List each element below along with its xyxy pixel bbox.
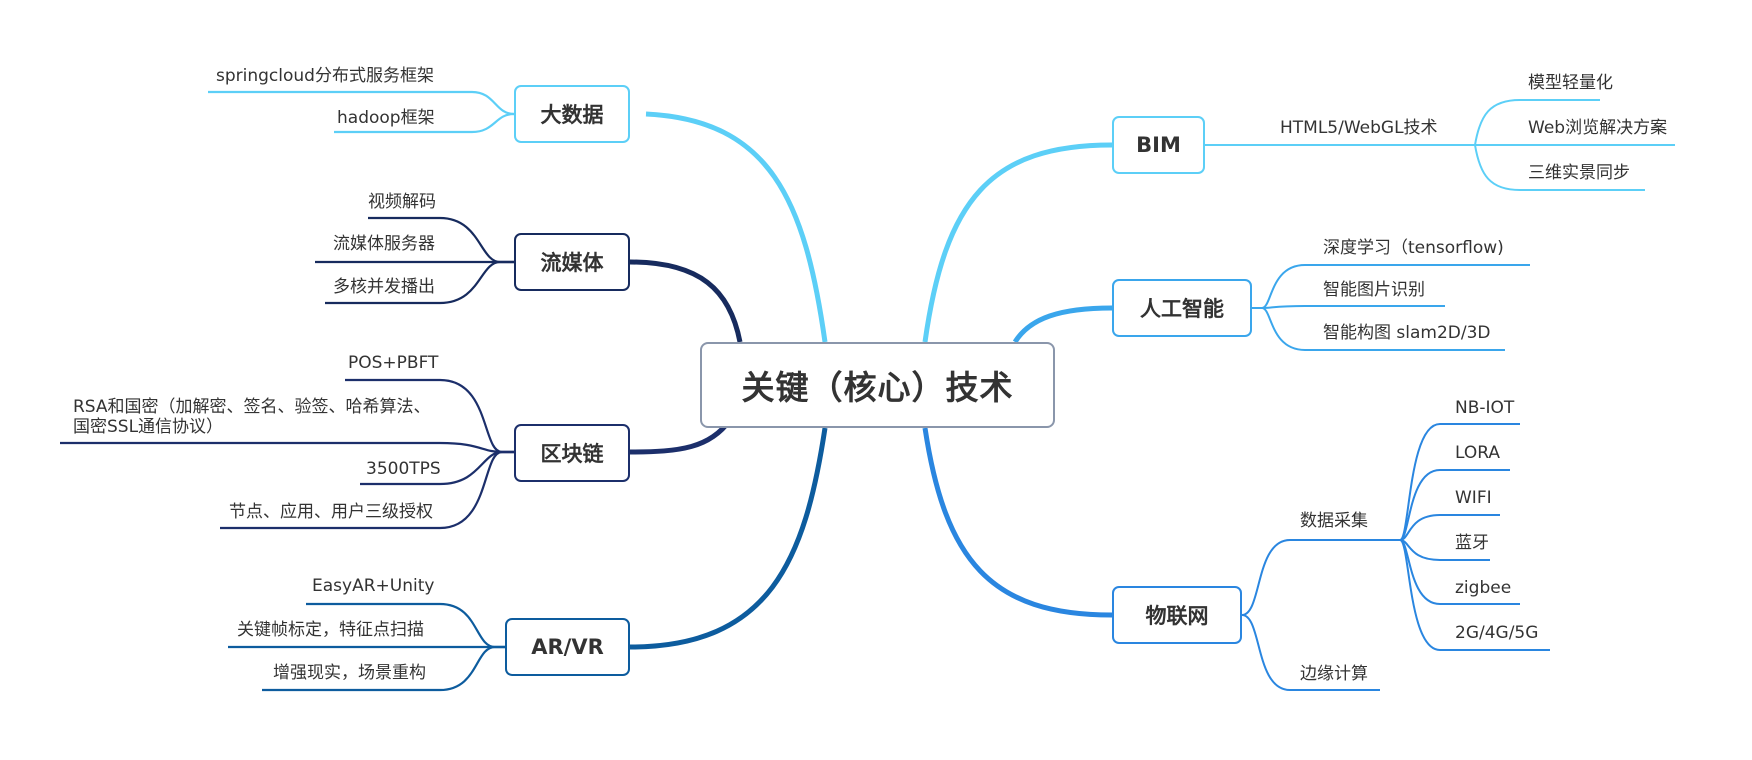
leaf-arvr-ar[interactable]: 增强现实，场景重构 [273, 663, 426, 683]
topic-streaming[interactable]: 流媒体 [514, 233, 630, 291]
leaf-streaming-playout[interactable]: 多核并发播出 [333, 277, 435, 297]
leaf-blockchain-auth[interactable]: 节点、应用、用户三级授权 [229, 502, 433, 522]
link-center-arvr [629, 427, 828, 650]
link-center-ai [1012, 305, 1113, 344]
leaf-ai-image-recognition[interactable]: 智能图片识别 [1323, 280, 1425, 300]
link-blockchain-item-1 [60, 441, 514, 454]
link-iot-item-2 [1399, 514, 1500, 541]
leaf-iot-cellular[interactable]: 2G/4G/5G [1455, 623, 1539, 643]
topic-blockchain[interactable]: 区块链 [514, 424, 630, 482]
topic-bigdata[interactable]: 大数据 [514, 85, 630, 143]
link-iot-item-0 [1399, 423, 1520, 541]
leaf-iot-zigbee[interactable]: zigbee [1455, 578, 1512, 598]
link-ai-item-2 [1252, 307, 1505, 351]
link-center-bim [922, 142, 1113, 343]
leaf-iot-edge-computing[interactable]: 边缘计算 [1300, 664, 1368, 684]
link-center-streaming [629, 259, 743, 343]
link-iot-item-1 [1399, 469, 1510, 541]
topic-arvr[interactable]: AR/VR [505, 618, 630, 676]
leaf-iot-wifi[interactable]: WIFI [1455, 488, 1492, 508]
leaf-bigdata-hadoop[interactable]: hadoop框架 [337, 108, 435, 128]
central-topic[interactable]: 关键（核心）技术 [700, 342, 1055, 428]
leaf-blockchain-pos[interactable]: POS+PBFT [348, 353, 439, 373]
leaf-iot-bluetooth[interactable]: 蓝牙 [1455, 533, 1489, 553]
topic-ai[interactable]: 人工智能 [1112, 279, 1252, 337]
leaf-bim-web-browse[interactable]: Web浏览解决方案 [1528, 118, 1668, 138]
leaf-bim-3d-sync[interactable]: 三维实景同步 [1528, 163, 1630, 183]
leaf-bim-webgl[interactable]: HTML5/WebGL技术 [1280, 118, 1438, 138]
leaf-bigdata-springcloud[interactable]: springcloud分布式服务框架 [216, 66, 434, 86]
link-bim-item-2 [1474, 144, 1645, 191]
leaf-streaming-server[interactable]: 流媒体服务器 [333, 234, 435, 254]
leaf-blockchain-rsa[interactable]: RSA和国密（加解密、签名、验签、哈希算法、国密SSL通信协议） [73, 397, 431, 437]
leaf-iot-nbiot[interactable]: NB-IOT [1455, 398, 1515, 418]
link-center-bigdata [645, 111, 828, 343]
link-bim-item-0 [1474, 99, 1600, 146]
link-iot-item-5 [1399, 539, 1550, 651]
leaf-iot-data-collection[interactable]: 数据采集 [1300, 511, 1368, 531]
link-center-blockchain [629, 418, 733, 455]
leaf-bim-lightweight[interactable]: 模型轻量化 [1528, 73, 1613, 93]
link-streaming-item-2 [325, 260, 514, 305]
leaf-ai-slam[interactable]: 智能构图 slam2D/3D [1323, 323, 1491, 343]
link-center-iot [922, 427, 1113, 618]
link-iot-sub2 [1241, 614, 1380, 691]
leaf-ai-deep-learning[interactable]: 深度学习（tensorflow) [1323, 238, 1504, 258]
link-blockchain-item-3 [220, 450, 514, 530]
link-arvr-item-2 [262, 645, 505, 692]
topic-bim[interactable]: BIM [1112, 116, 1205, 174]
leaf-arvr-keyframe[interactable]: 关键帧标定，特征点扫描 [237, 620, 424, 640]
leaf-blockchain-tps[interactable]: 3500TPS [366, 459, 441, 479]
leaf-streaming-decode[interactable]: 视频解码 [368, 192, 436, 212]
link-bigdata-item-1 [334, 112, 515, 134]
link-ai-item-1 [1252, 305, 1445, 309]
leaf-arvr-easyar[interactable]: EasyAR+Unity [312, 576, 435, 596]
leaf-iot-lora[interactable]: LORA [1455, 443, 1500, 463]
link-iot-sub1 [1241, 539, 1400, 616]
topic-iot[interactable]: 物联网 [1112, 586, 1242, 644]
link-bigdata-item-0 [208, 90, 515, 116]
